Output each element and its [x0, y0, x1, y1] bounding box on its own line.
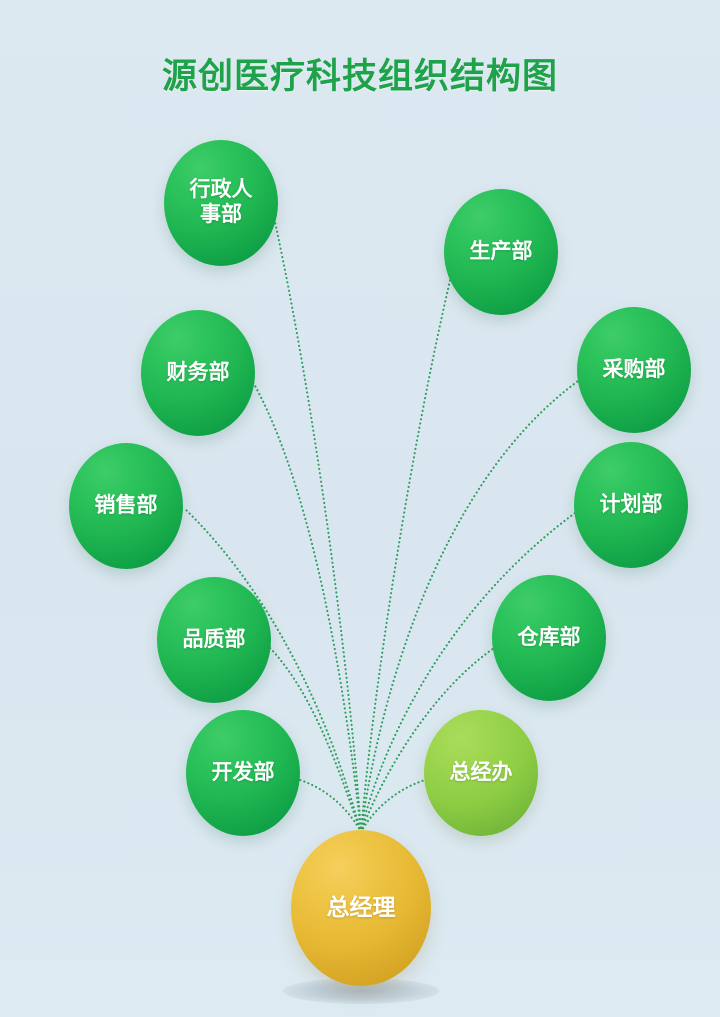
node-label-planning: 计划部 [599, 492, 663, 516]
node-label-purchase: 采购部 [602, 357, 666, 381]
node-sales[interactable]: 销售部 [69, 443, 183, 569]
node-label-gm-office: 总经办 [449, 760, 513, 784]
node-purchase[interactable]: 采购部 [577, 307, 691, 433]
node-general-manager[interactable]: 总经理 [291, 830, 431, 986]
node-label-admin-hr: 行政人 事部 [189, 178, 253, 226]
node-quality[interactable]: 品质部 [157, 577, 271, 703]
page-title: 源创医疗科技组织结构图 [161, 57, 558, 96]
node-label-quality: 品质部 [182, 627, 246, 651]
node-gm-office[interactable]: 总经办 [424, 710, 538, 836]
node-planning[interactable]: 计划部 [574, 442, 688, 568]
edge-gm-to-develop [298, 778, 363, 834]
node-admin-hr[interactable]: 行政人 事部 [164, 140, 278, 266]
node-warehouse[interactable]: 仓库部 [492, 575, 606, 701]
node-label-production: 生产部 [469, 239, 533, 263]
node-develop[interactable]: 开发部 [186, 710, 300, 836]
node-label-sales: 销售部 [94, 493, 158, 517]
node-finance[interactable]: 财务部 [141, 310, 255, 436]
edge-gm-to-gm-office [359, 778, 427, 834]
node-label-finance: 财务部 [166, 360, 230, 384]
node-production[interactable]: 生产部 [444, 189, 558, 315]
node-label-general-manager: 总经理 [326, 894, 396, 921]
node-label-warehouse: 仓库部 [517, 625, 581, 649]
node-label-develop: 开发部 [211, 760, 275, 784]
